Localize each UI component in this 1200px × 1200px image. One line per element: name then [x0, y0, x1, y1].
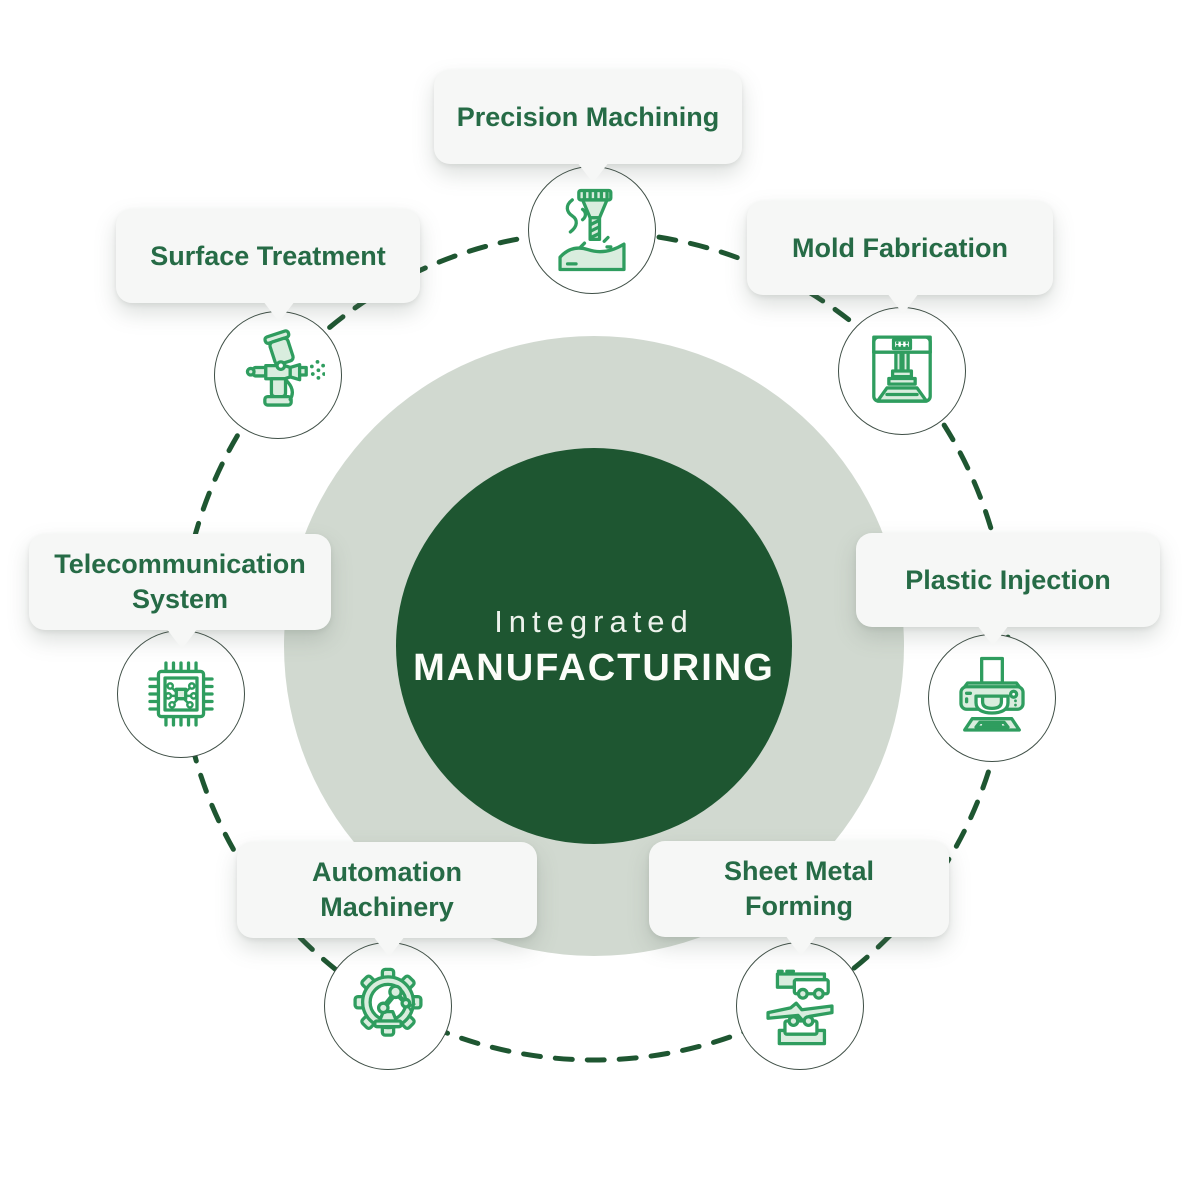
node-label-line2: Machinery [320, 892, 454, 922]
center-title-line1: Integrated [494, 603, 694, 639]
node-label-line2: System [131, 584, 229, 614]
card-pointer [263, 301, 295, 322]
robot-arm-gear-icon [324, 942, 452, 1070]
label-card-mold-fabrication: Mold Fabrication [747, 201, 1053, 314]
card-pointer [887, 293, 919, 314]
card-pointer [977, 625, 1009, 646]
label-card-precision-machining: Precision Machining [434, 70, 742, 183]
injection-molder-icon [928, 634, 1056, 762]
spray-gun-icon [214, 311, 342, 439]
label-card-plastic-injection: Plastic Injection [856, 533, 1160, 646]
label-card-sheet-metal-forming: Sheet Metal Forming [649, 841, 949, 956]
card-pointer [785, 935, 817, 956]
node-label: Precision Machining [456, 101, 720, 132]
center-circle: Integrated MANUFACTURING [396, 448, 792, 844]
center-title-line2: MANUFACTURING [413, 646, 775, 689]
milling-tool-icon [528, 166, 656, 294]
mold-press-icon [838, 307, 966, 435]
card-pointer [373, 936, 405, 957]
node-label: Sheet Metal [723, 856, 875, 887]
card-pointer [166, 628, 198, 649]
label-card-telecommunication-system: Telecommunication System [29, 534, 331, 649]
node-label: Plastic Injection [905, 564, 1111, 595]
node-label-line2: Forming [745, 891, 853, 921]
circuit-chip-icon [117, 630, 245, 758]
node-label: Surface Treatment [150, 240, 386, 271]
node-label: Telecommunication [54, 549, 306, 580]
metal-rolling-icon [736, 942, 864, 1070]
node-label: Mold Fabrication [792, 232, 1008, 263]
node-label: Automation [312, 857, 462, 888]
card-pointer [577, 162, 609, 183]
label-card-automation-machinery: Automation Machinery [237, 842, 537, 957]
label-card-surface-treatment: Surface Treatment [116, 209, 420, 322]
